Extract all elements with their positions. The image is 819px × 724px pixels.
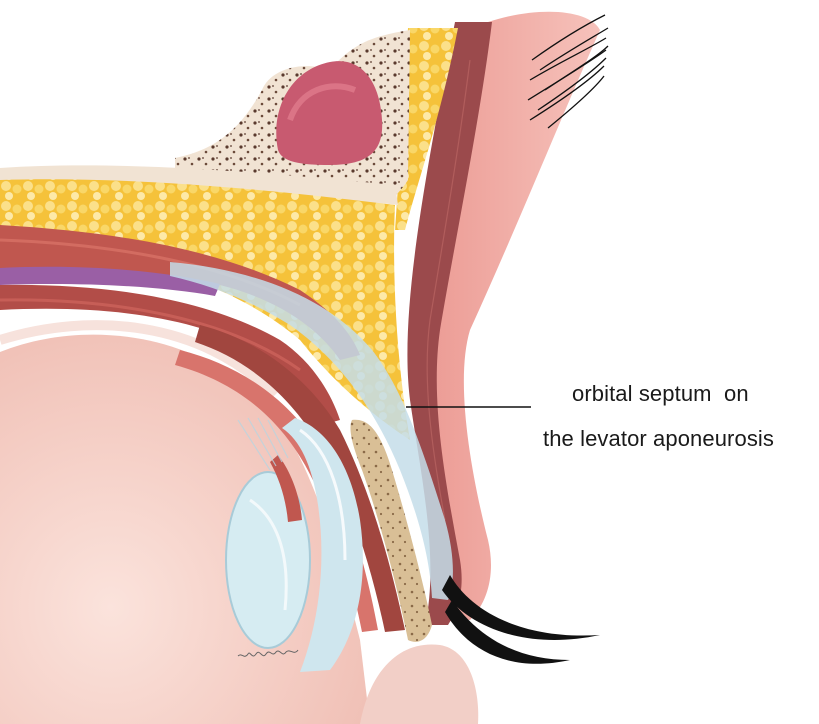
eyebrow-hairs — [527, 14, 609, 129]
levator-aponeurosis — [170, 262, 453, 600]
lower-lid — [360, 644, 479, 724]
skin-layer — [430, 11, 600, 621]
annotation-label-line2: the levator aponeurosis — [543, 426, 775, 451]
annotation-label-line1: orbital septum on — [572, 381, 749, 406]
tarsal-plate — [350, 419, 432, 642]
levator-muscle-purple — [0, 266, 220, 296]
brow-fat-pad — [395, 28, 458, 230]
superior-rectus-muscle — [0, 225, 360, 360]
muller-muscle — [195, 325, 405, 632]
iris — [270, 455, 302, 522]
zonule-fibers — [237, 417, 289, 471]
artist-signature-image — [237, 649, 299, 657]
sclera-rim — [0, 320, 279, 399]
upper-lashes — [442, 575, 600, 664]
cornea — [282, 418, 363, 672]
